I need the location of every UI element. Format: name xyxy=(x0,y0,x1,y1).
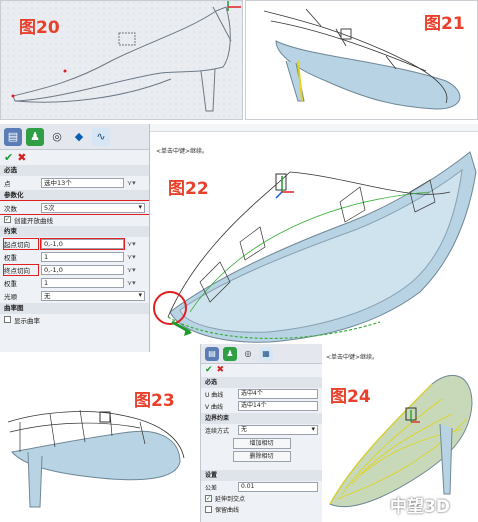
curve-icon[interactable]: ∿ xyxy=(92,127,110,146)
start-tangent-spinner[interactable]: ⋎▾ xyxy=(127,239,136,248)
fig23-label: 图23 xyxy=(134,391,175,411)
fig24-viewport: <单击中键>继续。 图24 中望3D xyxy=(322,344,478,522)
cancel-button[interactable]: ✖ xyxy=(17,150,27,164)
viewport-hint-2: <单击中键>继续。 xyxy=(326,354,379,361)
add-tangent-button[interactable]: 增加相切 xyxy=(232,438,291,449)
end-tangent-label: 终点切向 xyxy=(3,263,39,276)
weight1-field[interactable]: 1 xyxy=(41,251,124,262)
fig23-viewport: 图23 xyxy=(0,352,196,522)
shape-icon[interactable]: ◆ xyxy=(74,130,84,143)
v-curve-field[interactable]: 选中14个 xyxy=(238,401,318,411)
delete-tangent-button[interactable]: 删除相切 xyxy=(232,451,291,462)
fig21-label: 图21 xyxy=(424,14,465,34)
uv-surface-properties-panel: ▤ ♟ ◎ ▦ ✔ ✖ 必选 U 曲线 选中4个 V 曲线 选中14个 边界约束… xyxy=(200,344,322,522)
show-curvature-checkbox[interactable] xyxy=(4,316,11,323)
weight2-spinner[interactable]: ⋎▾ xyxy=(127,278,136,287)
smooth-select[interactable]: 无 xyxy=(41,290,145,301)
weight2-label: 权重 xyxy=(4,279,17,288)
shoe-surface-perspective xyxy=(263,8,461,110)
continuity-label: 连续方式 xyxy=(205,427,230,435)
viewport-toolbar[interactable] xyxy=(150,124,478,132)
weight1-label: 权重 xyxy=(4,253,17,262)
viewport-hint: <单击中键>继续。 xyxy=(156,148,209,155)
continuity-select[interactable]: 无 xyxy=(238,425,318,435)
surface-icon[interactable]: ▦ xyxy=(259,346,273,361)
fig20-label: 图20 xyxy=(19,18,60,38)
shoe-net-surface xyxy=(7,409,185,508)
properties-icon[interactable]: ▤ xyxy=(205,346,219,361)
degree-select[interactable]: 5次 xyxy=(41,202,145,213)
shoe-wireframe-side xyxy=(1,1,242,119)
start-tangent-field[interactable]: 0,-1,0 xyxy=(40,237,125,250)
fig20-viewport: 图20 xyxy=(0,0,243,120)
section-curvature[interactable]: 曲率图 xyxy=(0,303,149,314)
extend-checkbox[interactable]: ✓ xyxy=(205,495,212,502)
end-tangent-field[interactable]: 0,-1,0 xyxy=(41,264,124,275)
point-field[interactable]: 选中13个 xyxy=(41,177,124,188)
section-boundary[interactable]: 边界约束 xyxy=(201,413,322,424)
extend-label: 延伸到交点 xyxy=(215,496,246,503)
shoe-spline-model xyxy=(153,151,477,343)
fig24-label: 图24 xyxy=(330,387,371,407)
fig22-label: 图22 xyxy=(168,179,209,199)
tolerance-label: 公差 xyxy=(205,484,218,492)
view-icon[interactable]: ◎ xyxy=(244,349,252,358)
brand-watermark: 中望3D xyxy=(390,497,450,517)
section-required[interactable]: 必选 xyxy=(0,165,149,176)
properties-icon[interactable]: ▤ xyxy=(4,127,22,146)
manager-icon[interactable]: ♟ xyxy=(223,346,237,361)
panel2-toolbar: ▤ ♟ ◎ ▦ xyxy=(201,344,322,364)
v-curve-label: V 曲线 xyxy=(205,403,224,411)
view-icon[interactable]: ◎ xyxy=(52,130,62,143)
degree-label: 次数 xyxy=(4,204,17,213)
confirm-button-2[interactable]: ✔ xyxy=(205,365,213,375)
degree-row: 次数 5次 xyxy=(0,200,149,215)
weight2-field[interactable]: 1 xyxy=(41,277,124,288)
weight1-spinner[interactable]: ⋎▾ xyxy=(127,252,136,261)
shoe-completed-surface xyxy=(329,374,473,508)
u-curve-field[interactable]: 选中4个 xyxy=(238,389,318,399)
spline-properties-panel: ▤ ♟ ◎ ◆ ∿ ✔ ✖ 必选 点 选中13个 ⋎▾ 参数化 次数 5次 ✓ … xyxy=(0,124,150,352)
confirm-button[interactable]: ✔ xyxy=(4,150,14,164)
start-tangent-label: 起点切向 xyxy=(3,237,39,250)
passthrough-checkbox[interactable]: ✓ xyxy=(4,216,11,223)
end-tangent-spinner[interactable]: ⋎▾ xyxy=(127,265,136,274)
keep-curve-checkbox[interactable] xyxy=(205,506,212,513)
tolerance-field[interactable]: 0.01 xyxy=(238,482,318,492)
fig21-viewport: 图21 xyxy=(245,0,478,120)
point-spinner[interactable]: ⋎▾ xyxy=(127,178,136,187)
show-curvature-label: 显示曲率 xyxy=(14,316,40,325)
panel-toolbar: ▤ ♟ ◎ ◆ ∿ xyxy=(0,124,149,150)
smooth-label: 光顺 xyxy=(4,292,17,301)
manager-icon[interactable]: ♟ xyxy=(26,127,44,146)
section-param[interactable]: 参数化 xyxy=(0,190,149,201)
section-settings[interactable]: 设置 xyxy=(201,470,322,481)
keep-curve-label: 保留曲线 xyxy=(215,507,240,514)
section-constraint[interactable]: 约束 xyxy=(0,226,149,237)
passthrough-label: 创建开放曲线 xyxy=(14,216,53,225)
cancel-button-2[interactable]: ✖ xyxy=(216,365,225,375)
u-curve-label: U 曲线 xyxy=(205,391,224,399)
fig22-viewport: <单击中键>继续。 图22 xyxy=(150,124,478,346)
point-label: 点 xyxy=(4,179,11,188)
section-required-2[interactable]: 必选 xyxy=(201,377,322,388)
